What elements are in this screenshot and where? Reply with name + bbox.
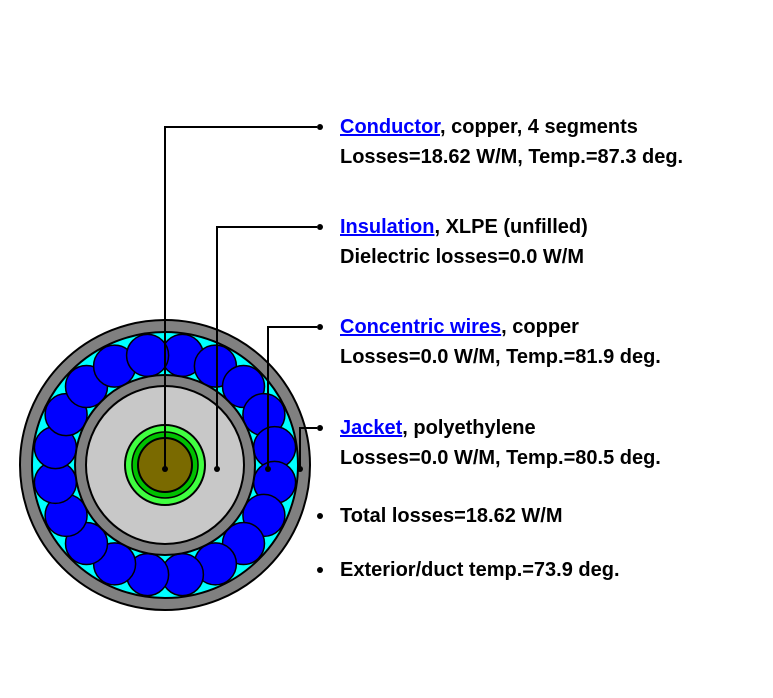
conductor-description: , copper, 4 segments: [440, 116, 638, 138]
concentric-wires-label: Concentric wires, copper Losses=0.0 W/M,…: [340, 312, 661, 372]
concentric-wires-link[interactable]: Concentric wires: [340, 316, 502, 338]
jacket-label: Jacket, polyethylene Losses=0.0 W/M, Tem…: [340, 413, 661, 473]
conductor-leader-dot: [162, 466, 168, 472]
insulation-detail: Dielectric losses=0.0 W/M: [340, 246, 585, 268]
concentric-wires-bullet: [317, 324, 323, 330]
insulation-label: Insulation, XLPE (unfilled) Dielectric l…: [340, 212, 588, 272]
conductor-bullet: [317, 124, 323, 130]
concentric-wires-detail: Losses=0.0 W/M, Temp.=81.9 deg.: [340, 346, 661, 368]
jacket-leader-dot: [297, 466, 303, 472]
insulation-description: , XLPE (unfilled): [434, 216, 588, 238]
exterior-temp-bullet: [317, 567, 323, 573]
concentric-wires-leader-dot: [265, 466, 271, 472]
concentric-wire: [125, 333, 170, 378]
concentric-wires-leader-line: [267, 326, 317, 469]
insulation-leader-line: [216, 226, 317, 469]
insulation-link[interactable]: Insulation: [340, 216, 435, 238]
jacket-bullet: [317, 425, 323, 431]
jacket-detail: Losses=0.0 W/M, Temp.=80.5 deg.: [340, 447, 661, 469]
conductor-label: Conductor, copper, 4 segments Losses=18.…: [340, 112, 683, 172]
insulation-bullet: [317, 224, 323, 230]
total-losses-label: Total losses=18.62 W/M: [340, 505, 563, 527]
exterior-temp-label: Exterior/duct temp.=73.9 deg.: [340, 559, 620, 581]
insulation-leader-dot: [214, 466, 220, 472]
conductor-detail: Losses=18.62 W/M, Temp.=87.3 deg.: [340, 146, 684, 168]
conductor-link[interactable]: Conductor: [340, 116, 440, 138]
total-losses-bullet: [317, 513, 323, 519]
jacket-description: , polyethylene: [402, 417, 536, 439]
jacket-link[interactable]: Jacket: [340, 417, 403, 439]
jacket-leader-line: [299, 427, 317, 469]
concentric-wires-description: , copper: [501, 316, 579, 338]
conductor-leader-line: [164, 126, 317, 469]
